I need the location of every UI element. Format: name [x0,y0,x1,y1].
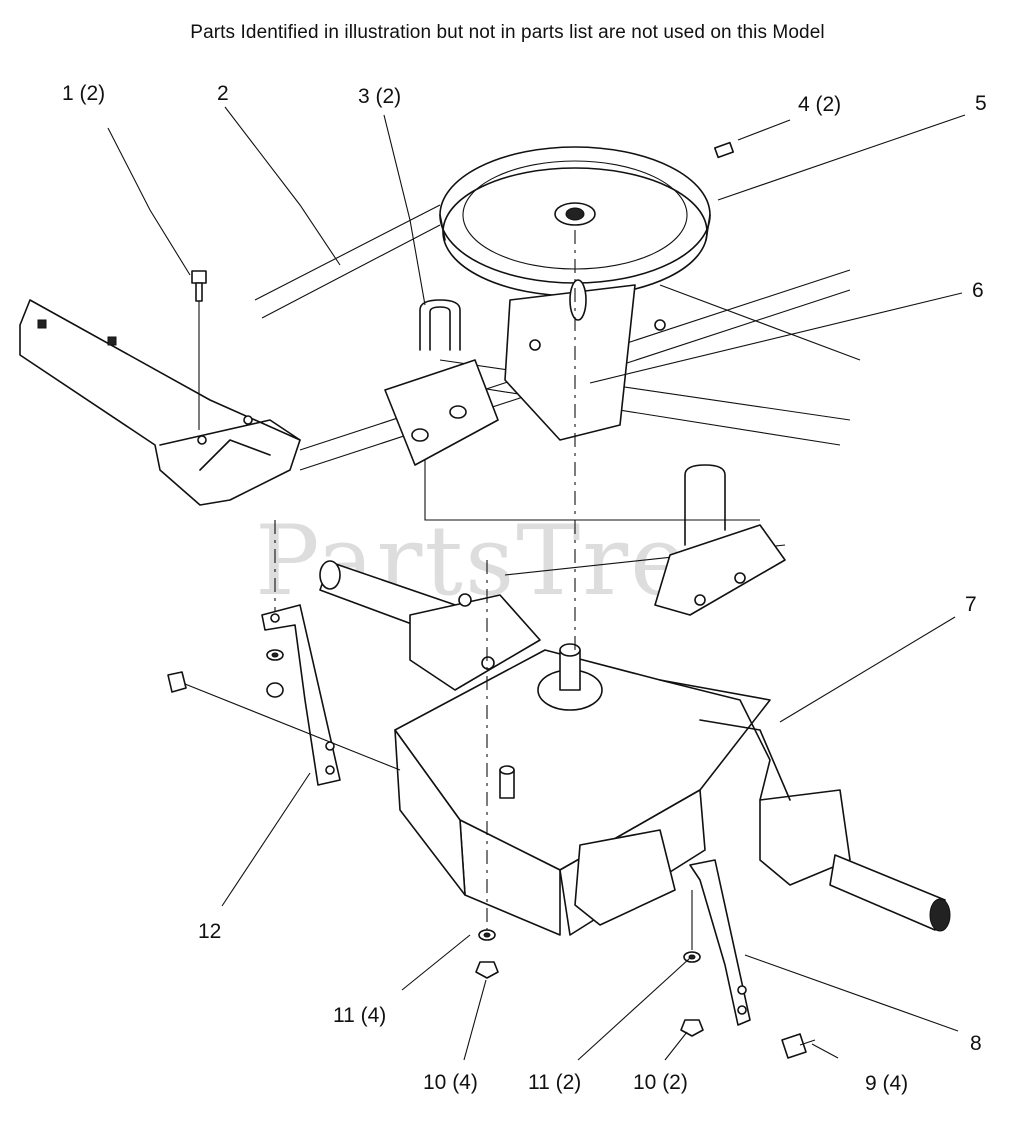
bracket-part-8 [689,859,751,1026]
callout-10b: 10 (2) [633,1071,688,1094]
left-frame-bracket [19,299,301,506]
callout-6: 6 [972,279,984,302]
callout-11b: 11 (2) [528,1071,582,1094]
callout-3: 3 (2) [358,85,402,108]
bolt-part-9 [781,1033,816,1059]
hub-part-6 [504,279,666,441]
ubolt-right-part-3 [654,464,786,616]
bracket-part-12 [261,520,341,786]
callout-2: 2 [217,82,229,105]
pulley-part-5 [439,146,711,297]
washer-nut-center [475,560,499,979]
callout-9: 9 (4) [865,1072,909,1095]
callout-8: 8 [970,1032,982,1055]
leader-lines [107,106,966,1061]
bolt-part-1 [191,270,207,430]
transaxle-part-7 [319,560,951,936]
callout-7: 7 [965,593,977,616]
setscrew-part-4 [713,141,735,159]
callout-4: 4 (2) [798,93,842,116]
long-bolt-left [167,671,401,771]
callout-5: 5 [975,92,987,115]
ubolt-left-part-3 [384,299,499,466]
washer-nut-left [266,649,284,698]
callout-11a: 11 (4) [333,1004,387,1027]
diagram-notice: Parts Identified in illustration but not… [190,22,825,43]
callout-1: 1 (2) [62,82,106,105]
callout-10a: 10 (4) [423,1071,478,1094]
callout-12: 12 [198,920,222,943]
